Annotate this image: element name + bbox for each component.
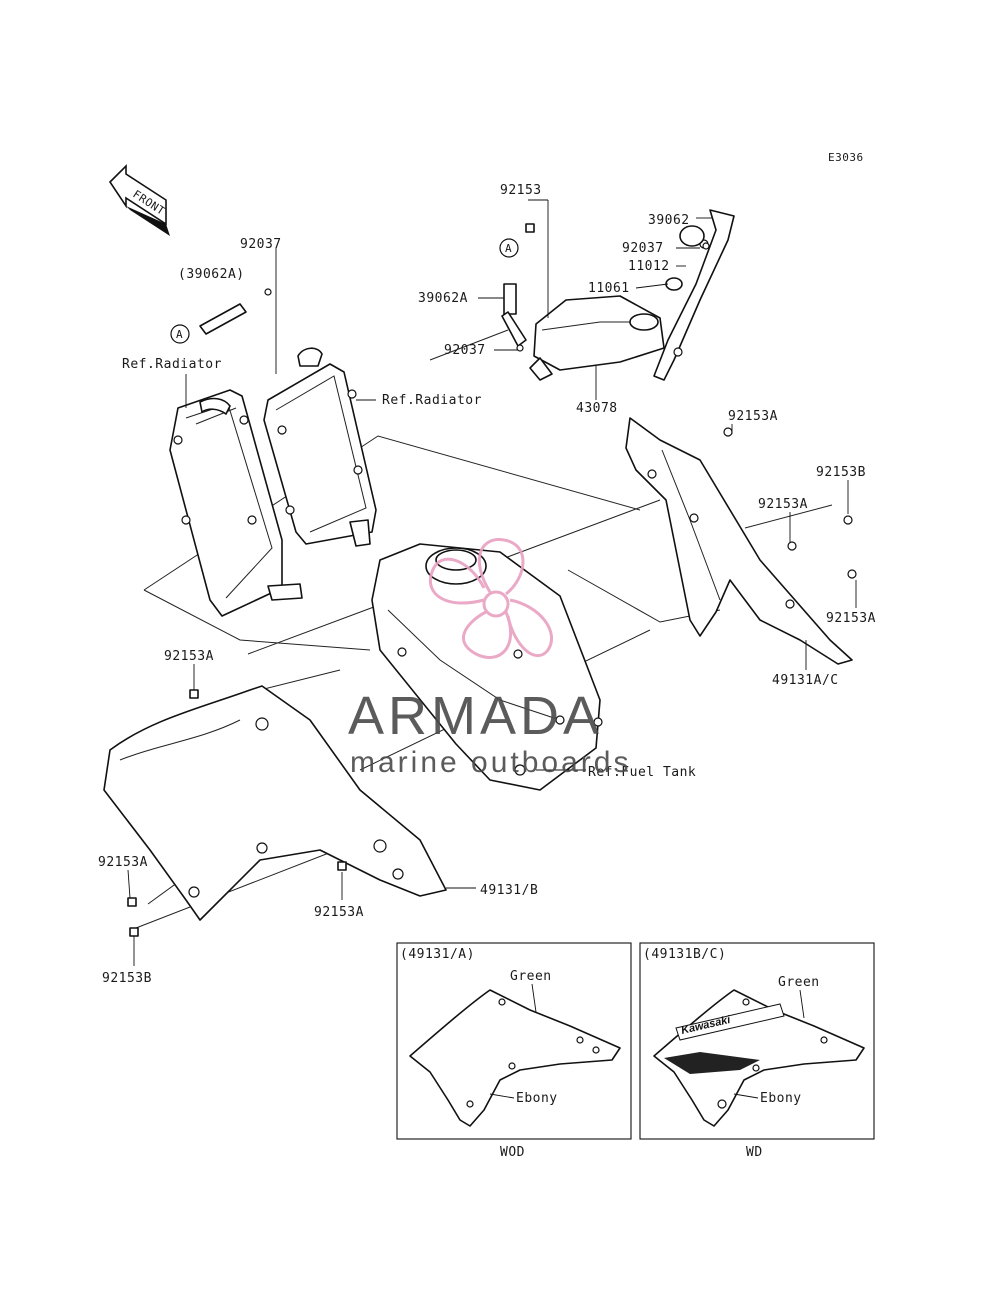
label-49131b: 49131/B [480, 883, 538, 898]
radiator-right [263, 347, 377, 547]
shroud-left [103, 685, 447, 937]
label-49131ac: 49131A/C [772, 673, 839, 688]
watermark-subtitle: marine outboards [350, 746, 631, 779]
hose-39062a [199, 288, 272, 335]
label-92153a-l2: 92153A [98, 855, 148, 870]
label-92153-top: 92153 [500, 183, 542, 198]
svg-text:A: A [505, 242, 512, 255]
label-11061: 11061 [588, 281, 630, 296]
label-92153a-l1: 92153A [164, 649, 214, 664]
inset-left-code: WOD [500, 1145, 525, 1160]
inset-left-ebony: Ebony [516, 1091, 558, 1106]
label-39062a-paren: (39062A) [178, 267, 245, 282]
inset-right-title: (49131B/C) [643, 947, 726, 962]
front-arrow-icon: FRONT [108, 164, 170, 236]
watermark-title: ARMADA [348, 686, 603, 746]
label-92037-hose: 92037 [444, 343, 486, 358]
inset-right-green: Green [778, 975, 820, 990]
inset-left-green: Green [510, 969, 552, 984]
callout-a-top: A [499, 238, 519, 258]
label-92153a-r1: 92153A [728, 409, 778, 424]
radiator-left [169, 389, 303, 617]
inset-right: (49131B/C) Green Ebony WD Kawasaki [639, 942, 875, 1160]
label-ref-fuel-tank: Ref.Fuel Tank [588, 765, 696, 780]
propeller-logo-icon [428, 538, 554, 659]
diagram-code: E3036 [828, 151, 864, 164]
inset-left-title: (49131/A) [400, 947, 475, 962]
label-92153b-r: 92153B [816, 465, 866, 480]
label-92153a-r2: 92153A [758, 497, 808, 512]
fuel-tank [371, 543, 603, 791]
svg-text:A: A [176, 328, 183, 341]
leader-lines [127, 199, 857, 966]
label-ref-radiator-right: Ref.Radiator [382, 393, 482, 408]
label-92153a-r3: 92153A [826, 611, 876, 626]
assembly-guide-lines [135, 329, 833, 929]
inset-left: (49131/A) Green Ebony WOD [396, 942, 632, 1160]
label-43078: 43078 [576, 401, 618, 416]
reservoir-tank [501, 283, 665, 381]
inset-right-ebony: Ebony [760, 1091, 802, 1106]
cap-parts [516, 223, 710, 352]
label-92037-left: 92037 [240, 237, 282, 252]
label-39062a: 39062A [418, 291, 468, 306]
inset-right-code: WD [746, 1145, 763, 1160]
label-11012: 11012 [628, 259, 670, 274]
shroud-right [625, 417, 857, 665]
part-labels: 92153 39062 92037 11012 11061 39062A 920… [98, 183, 876, 986]
watermark: ARMADA marine outboards [348, 538, 631, 779]
label-39062-top: 39062 [648, 213, 690, 228]
label-ref-radiator-left: Ref.Radiator [122, 357, 222, 372]
callout-a-left: A [170, 324, 190, 344]
label-92153b-l: 92153B [102, 971, 152, 986]
label-92037-cap: 92037 [622, 241, 664, 256]
label-92153a-l3: 92153A [314, 905, 364, 920]
